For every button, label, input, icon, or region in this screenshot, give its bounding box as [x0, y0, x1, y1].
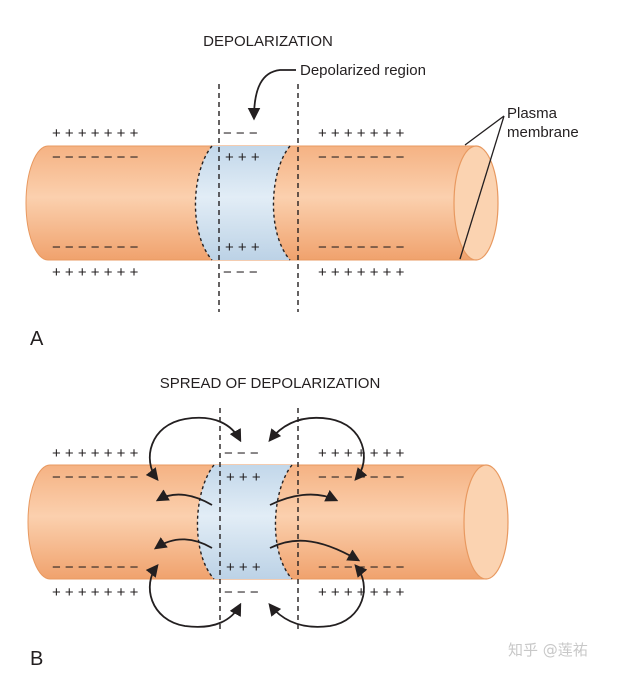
- region-outer-charges-a-bottom: − − −: [223, 264, 258, 281]
- region-inner-charges-b-top: + + +: [226, 469, 261, 486]
- region-inner-charges-a-bottom: + + +: [225, 239, 260, 256]
- outer-charges-a-left: + + + + + + +: [52, 125, 139, 142]
- panel-b-letter: B: [30, 648, 43, 670]
- outer-charges-a-right-bottom: + + + + + + +: [318, 264, 405, 281]
- region-callout-arrow: [247, 69, 296, 121]
- membrane-leader-1: [464, 115, 505, 146]
- depolarized-region-b: [197, 465, 292, 579]
- current-arrow-top-left: [145, 417, 242, 481]
- outer-charges-a-right: + + + + + + +: [318, 125, 405, 142]
- outer-charges-b-left: + + + + + + +: [52, 445, 139, 462]
- inner-charges-a-right: − − − − − − −: [318, 149, 405, 166]
- current-arrow-inner-bottom-left: [153, 537, 213, 550]
- outer-charges-b-right: + + + + + + +: [318, 445, 405, 462]
- current-arrow-bottom-right: [268, 564, 368, 628]
- axon-b: [27, 464, 509, 580]
- region-a-left-boundary: [194, 145, 213, 261]
- region-inner-charges-b-bottom: + + +: [226, 559, 261, 576]
- current-arrow-inner-top-left: [155, 489, 213, 506]
- plasma-membrane-label-line1: Plasma: [507, 105, 558, 122]
- current-arrow-inner-top-right: [269, 489, 339, 506]
- outer-charges-a-left-bottom: + + + + + + +: [52, 264, 139, 281]
- inner-charges-b-left-bottom: − − − − − − −: [52, 559, 139, 576]
- panel-a: DEPOLARIZATION + + + + + + + − − − − − −…: [25, 33, 579, 350]
- region-inner-charges-a-top: + + +: [225, 149, 260, 166]
- region-outer-charges-b-bottom: − − −: [224, 584, 259, 601]
- current-flow-arrows: [145, 417, 368, 628]
- inner-charges-a-left: − − − − − − −: [52, 149, 139, 166]
- plasma-membrane-label-line2: membrane: [507, 124, 579, 141]
- depolarized-region-label: Depolarized region: [300, 62, 426, 79]
- membrane-leader-2: [459, 115, 505, 260]
- panel-b-title: SPREAD OF DEPOLARIZATION: [160, 375, 381, 392]
- current-arrow-top-right: [268, 417, 368, 481]
- current-arrow-inner-bottom-right: [269, 539, 361, 562]
- inner-charges-b-left: − − − − − − −: [52, 469, 139, 486]
- outer-charges-b-right-bottom: + + + + + + +: [318, 584, 405, 601]
- region-a-right-boundary: [272, 145, 291, 261]
- panel-a-letter: A: [30, 328, 44, 350]
- inner-charges-a-left-bottom: − − − − − − −: [52, 239, 139, 256]
- axon-a-end-cap: [453, 145, 499, 261]
- region-outer-charges-a-top: − − −: [223, 125, 258, 142]
- inner-charges-a-right-bottom: − − − − − − −: [318, 239, 405, 256]
- panel-a-title: DEPOLARIZATION: [203, 33, 333, 50]
- current-arrow-bottom-left: [145, 564, 242, 628]
- axon-b-end-cap: [463, 464, 509, 580]
- outer-charges-b-left-bottom: + + + + + + +: [52, 584, 139, 601]
- panel-b: SPREAD OF DEPOLARIZATION + + + + + + + −…: [27, 375, 509, 670]
- region-outer-charges-b-top: − − −: [224, 445, 259, 462]
- watermark: 知乎 @莲祐: [508, 641, 588, 659]
